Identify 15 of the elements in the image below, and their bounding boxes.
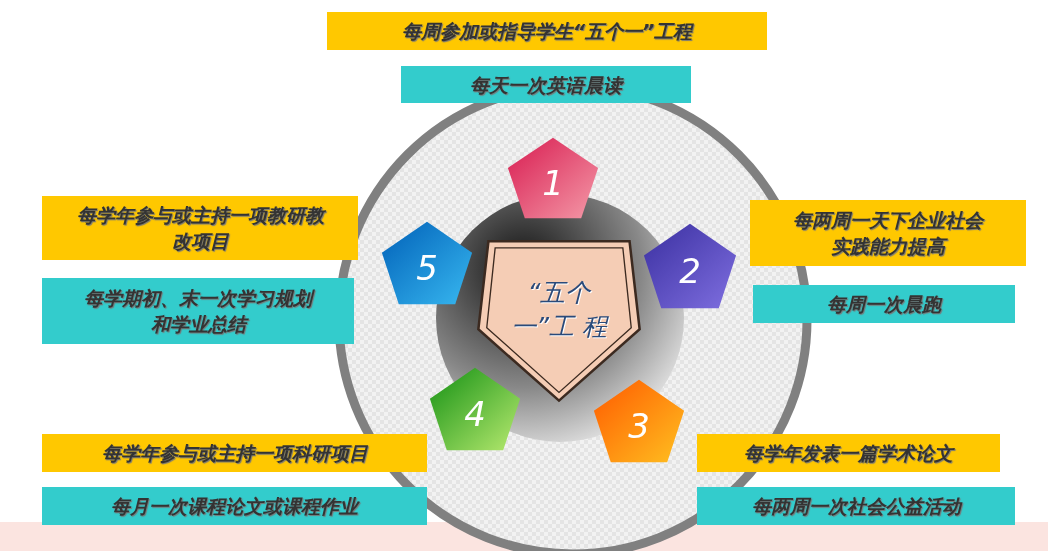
- text-banner: 每学年参与或主持一项科研项目: [42, 434, 427, 472]
- text-banner: 每两周一天下企业社会实践能力提高: [750, 200, 1026, 266]
- text-banner: 每学年参与或主持一项教研教改项目: [42, 196, 358, 260]
- pentagon-badge: 3: [592, 378, 686, 464]
- pentagon-badge: 2: [642, 222, 738, 310]
- pentagon-badge: 5: [380, 220, 474, 306]
- text-banner: 每周参加或指导学生“五个一”工程: [327, 12, 767, 50]
- text-banner: 每学期初、末一次学习规划和学业总结: [42, 278, 354, 344]
- text-banner: 每两周一次社会公益活动: [697, 487, 1015, 525]
- text-banner: 每天一次英语晨读: [401, 66, 691, 103]
- text-banner: 每月一次课程论文或课程作业: [42, 487, 427, 525]
- pentagon-badge: 1: [506, 136, 600, 220]
- text-banner: 每学年发表一篇学术论文: [697, 434, 1000, 472]
- pentagon-badge: 4: [428, 366, 522, 452]
- text-banner: 每周一次晨跑: [753, 285, 1015, 323]
